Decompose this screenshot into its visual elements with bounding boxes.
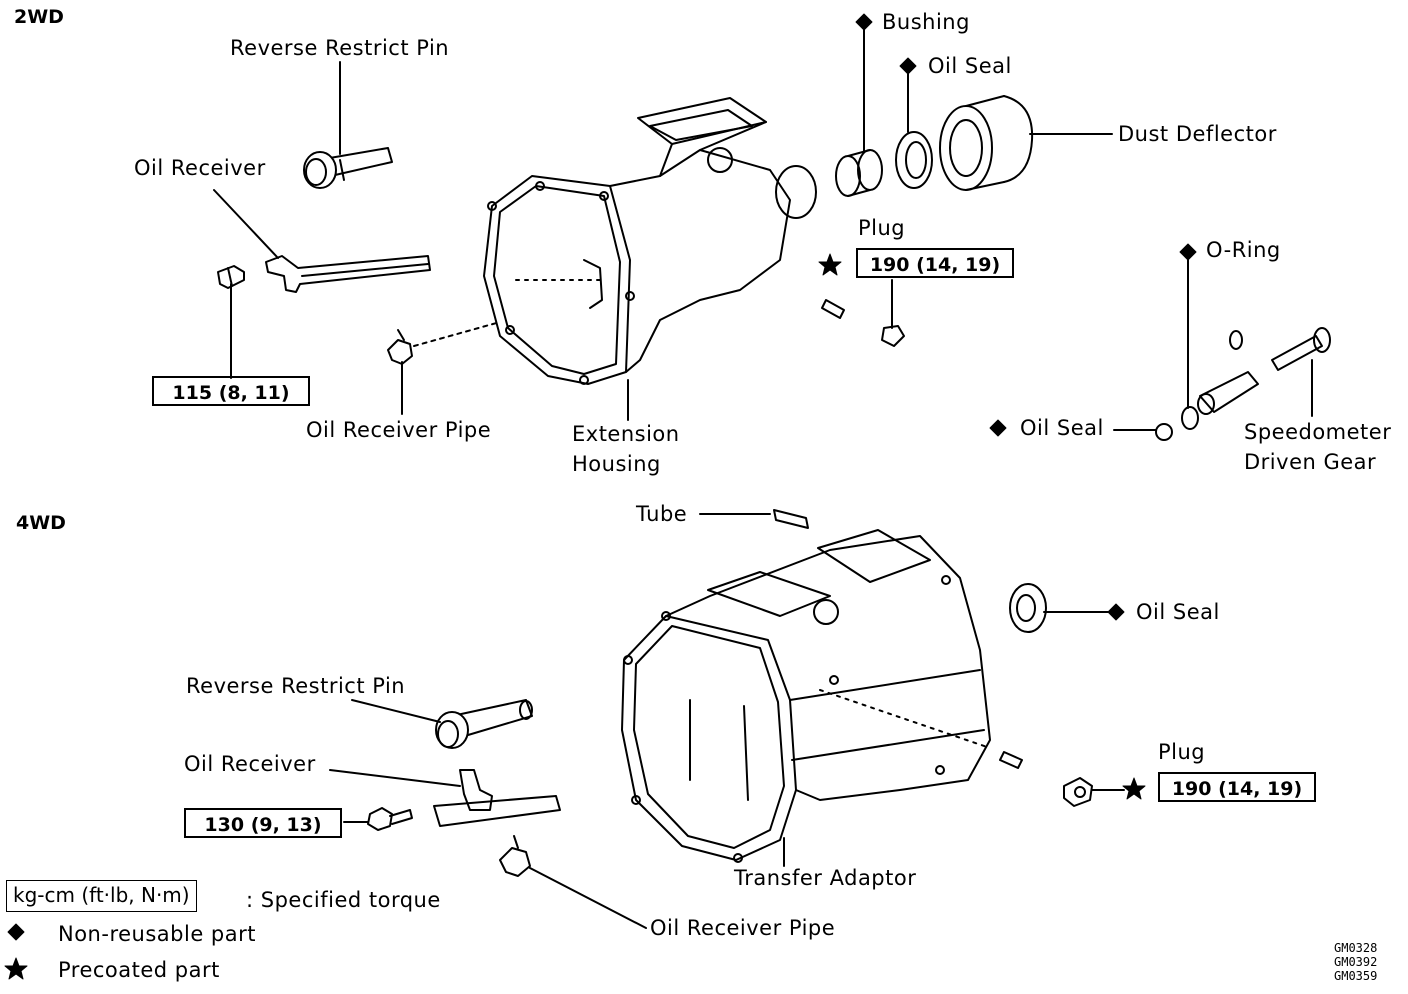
dust-deflector-drawing [939,95,1034,191]
oil-receiver-4wd-drawing [433,769,561,827]
label-oil-seal-2wd: Oil Seal [928,54,1012,78]
plug-4wd-drawing [999,751,1093,807]
reverse-restrict-pin-4wd-drawing [435,699,533,749]
label-reverse-restrict-pin-4wd: Reverse Restrict Pin [186,674,406,698]
label-oil-seal-4wd: Oil Seal [1136,600,1220,624]
torque-box-plug-2wd: 190 (14, 19) [856,248,1014,278]
label-dust-deflector: Dust Deflector [1118,122,1277,146]
label-plug-4wd: Plug [1158,740,1206,764]
diamond-icon [1179,243,1197,261]
legend-precoated: Precoated part [58,958,220,982]
label-transfer-adaptor: Transfer Adaptor [734,866,917,890]
oil-receiver-pipe-2wd-drawing [387,329,413,365]
diamond-icon [855,13,873,31]
diamond-icon [7,923,25,941]
label-oil-receiver-2wd: Oil Receiver [134,156,266,180]
figure-code: GM0359 [1334,969,1378,983]
legend-torque-unit: kg-cm (ft·lb, N·m) [6,880,197,912]
bolt-2wd-drawing [217,265,245,289]
section-title-4wd: 4WD [16,512,66,534]
reverse-restrict-pin-2wd-drawing [303,147,393,189]
label-oil-receiver-pipe-2wd: Oil Receiver Pipe [306,418,492,442]
label-extension-housing-1: Extension [572,422,680,446]
label-oil-receiver-pipe-4wd: Oil Receiver Pipe [650,916,836,940]
star-icon [1122,777,1146,800]
tube-drawing [773,509,809,529]
diamond-icon [1107,603,1125,621]
star-icon [4,957,28,980]
diamond-icon [899,57,917,75]
label-tube: Tube [636,502,688,526]
label-o-ring: O-Ring [1206,238,1281,262]
label-oil-seal-speedo: Oil Seal [1020,416,1104,440]
bolt-4wd-drawing [367,807,413,831]
label-reverse-restrict-pin-2wd: Reverse Restrict Pin [230,36,450,60]
torque-box-plug-4wd: 190 (14, 19) [1158,772,1316,802]
oil-seal-2wd-drawing [895,131,933,189]
oil-seal-4wd-drawing [1009,583,1047,633]
torque-box-oil-receiver-2wd: 115 (8, 11) [152,376,310,406]
star-icon [818,253,842,276]
markers [4,13,1197,980]
plug-2wd-drawing [821,299,905,347]
section-title-2wd: 2WD [14,6,64,28]
label-speedometer-1: Speedometer [1244,420,1392,444]
label-bushing: Bushing [882,10,970,34]
legend-torque-desc: : Specified torque [246,888,441,912]
oil-receiver-pipe-4wd-drawing [499,835,531,877]
bushing-drawing [835,149,883,197]
label-oil-receiver-4wd: Oil Receiver [184,752,316,776]
extension-housing-drawing [483,97,817,385]
legend-non-reusable: Non-reusable part [58,922,256,946]
transfer-adaptor-drawing [621,529,991,863]
figure-code: GM0328 [1334,941,1378,955]
label-speedometer-2: Driven Gear [1244,450,1377,474]
figure-code: GM0392 [1334,955,1378,969]
speedometer-parts-drawing [1155,327,1331,441]
label-extension-housing-2: Housing [572,452,661,476]
oil-receiver-2wd-drawing [265,255,431,293]
torque-box-oil-receiver-4wd: 130 (9, 13) [184,808,342,838]
label-plug-2wd: Plug [858,216,906,240]
diamond-icon [989,419,1007,437]
